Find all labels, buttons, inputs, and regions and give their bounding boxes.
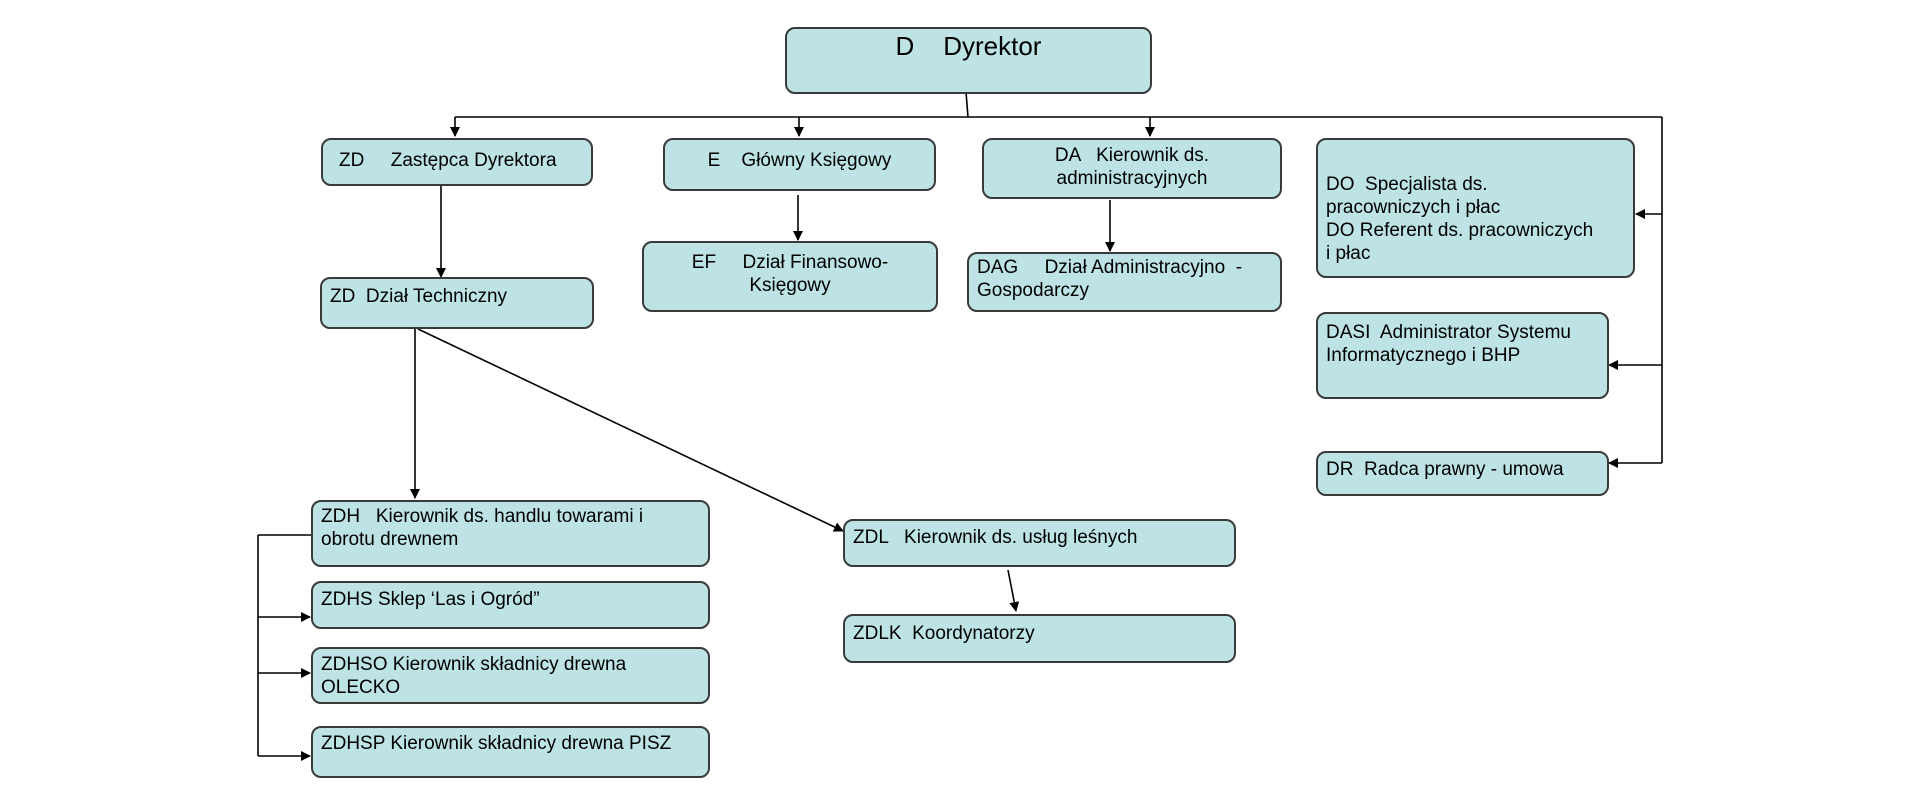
node-specjalista-line2: pracowniczych i płac xyxy=(1326,197,1501,218)
node-dyrektor: D Dyrektor xyxy=(785,27,1152,94)
node-dzial-administracyjny-line1: DAG Dział Administracyjno - xyxy=(977,257,1243,278)
node-dzial-finansowy: EF Dział Finansowo- Księgowy xyxy=(642,241,938,312)
node-zdl-label: ZDL Kierownik ds. usług leśnych xyxy=(853,527,1138,548)
node-kierownik-admin-line2: administracyjnych xyxy=(1056,168,1208,189)
node-zdhso: ZDHSO Kierownik składnicy drewna OLECKO xyxy=(311,647,710,704)
node-glowny-ksiegowy: E Główny Księgowy xyxy=(663,138,936,191)
node-dyrektor-label: D Dyrektor xyxy=(895,31,1042,61)
node-administrator-line1: DASI Administrator Systemu xyxy=(1326,322,1571,343)
node-zdh-line2: obrotu drewnem xyxy=(321,529,459,550)
node-zdh: ZDH Kierownik ds. handlu towarami i obro… xyxy=(311,500,710,567)
node-radca-prawny: DR Radca prawny - umowa xyxy=(1316,451,1609,496)
node-zdhs: ZDHS Sklep ‘Las i Ogród” xyxy=(311,581,710,629)
node-zdl: ZDL Kierownik ds. usług leśnych xyxy=(843,519,1236,567)
node-radca-label: DR Radca prawny - umowa xyxy=(1326,459,1564,480)
node-dzial-techniczny: ZD Dział Techniczny xyxy=(320,277,594,329)
node-zdlk-label: ZDLK Koordynatorzy xyxy=(853,623,1035,644)
node-zdhsp: ZDHSP Kierownik składnicy drewna PISZ xyxy=(311,726,710,778)
node-dzial-administracyjny: DAG Dział Administracyjno - Gospodarczy xyxy=(967,252,1282,312)
node-dzial-finansowy-line2: Księgowy xyxy=(749,275,831,296)
arrow-to-zdlk xyxy=(1007,569,1020,612)
arrow-to-zdl xyxy=(417,328,844,532)
node-kierownik-admin-line1: DA Kierownik ds. xyxy=(1054,145,1210,166)
connector-director-bus xyxy=(965,91,969,118)
node-zastepca-dyrektora: ZD Zastępca Dyrektora xyxy=(321,138,593,186)
node-zdh-line1: ZDH Kierownik ds. handlu towarami i xyxy=(321,506,644,527)
node-specjalista-line1: DO Specjalista ds. xyxy=(1326,174,1488,195)
node-administrator-line2: Informatycznego i BHP xyxy=(1326,345,1521,366)
node-kierownik-administracyjnych: DA Kierownik ds. administracyjnych xyxy=(982,138,1282,199)
node-zdhsp-label: ZDHSP Kierownik składnicy drewna PISZ xyxy=(321,733,672,754)
node-zdhso-line2: OLECKO xyxy=(321,677,401,698)
node-zdhso-line1: ZDHSO Kierownik składnicy drewna xyxy=(321,654,627,675)
node-ksiegowy-label: E Główny Księgowy xyxy=(707,150,892,171)
node-administrator: DASI Administrator Systemu Informatyczne… xyxy=(1316,312,1609,399)
node-dzial-techniczny-label: ZD Dział Techniczny xyxy=(330,286,508,307)
node-zdlk: ZDLK Koordynatorzy xyxy=(843,614,1236,663)
node-zastepca-label: ZD Zastępca Dyrektora xyxy=(339,150,557,171)
node-dzial-administracyjny-line2: Gospodarczy xyxy=(977,280,1089,301)
node-specjalista-line3: DO Referent ds. pracowniczych xyxy=(1326,220,1594,241)
node-dzial-finansowy-line1: EF Dział Finansowo- xyxy=(691,252,889,273)
node-specjalista-line4: i płac xyxy=(1326,243,1371,264)
node-zdhs-label: ZDHS Sklep ‘Las i Ogród” xyxy=(321,589,540,610)
node-specjalista: DO Specjalista ds. pracowniczych i płac … xyxy=(1316,138,1635,278)
